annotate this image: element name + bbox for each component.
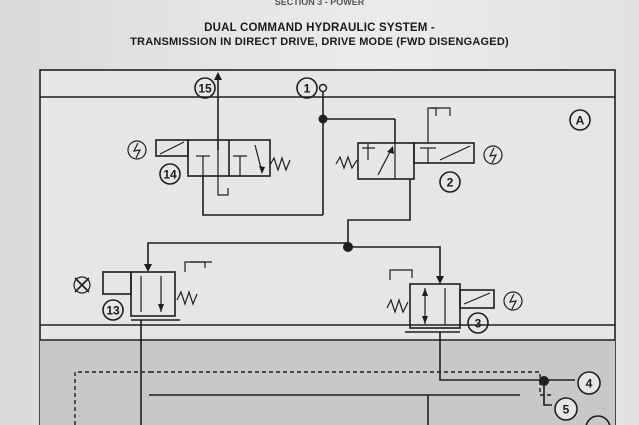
svg-text:4: 4	[586, 377, 593, 391]
drain-symbol-icon	[217, 176, 229, 196]
port-label-2: 2	[439, 171, 461, 193]
reservoir-region	[40, 340, 615, 425]
valve-14	[155, 139, 291, 196]
line-to-valve-13	[147, 242, 348, 268]
electric-solenoid-icon	[503, 291, 523, 311]
section-header: SECTION 3 - POWER	[274, 0, 365, 7]
valve-13	[102, 261, 212, 321]
port-label-1: 1	[296, 77, 318, 99]
valve-3	[386, 269, 495, 333]
svg-text:15: 15	[198, 82, 212, 96]
arrow-down-icon	[436, 276, 444, 284]
partial-port-circle	[585, 415, 611, 425]
svg-text:2: 2	[447, 176, 454, 190]
electric-solenoid-icon	[127, 140, 147, 160]
svg-text:14: 14	[163, 168, 177, 182]
line-to-port-5	[543, 381, 552, 406]
line-to-valve-3	[348, 246, 441, 282]
port-label-14: 14	[159, 163, 181, 185]
arrow-down-icon	[144, 264, 152, 272]
svg-text:A: A	[576, 114, 585, 128]
diagram-subtitle: TRANSMISSION IN DIRECT DRIVE, DRIVE MODE…	[130, 36, 509, 48]
spring-icon	[386, 298, 409, 314]
svg-text:5: 5	[563, 403, 570, 417]
spring-icon	[269, 156, 291, 172]
port-1-connector-icon	[318, 83, 328, 93]
drain-symbol-icon	[389, 269, 413, 280]
port-label-15: 15	[194, 77, 216, 99]
pilot-line-dashed	[74, 371, 150, 425]
svg-text:13: 13	[106, 304, 120, 318]
electric-solenoid-icon	[483, 145, 503, 165]
line-valve-2-down	[347, 179, 411, 247]
svg-text:3: 3	[475, 317, 482, 331]
svg-text:1: 1	[304, 82, 311, 96]
pilot-line-dashed-2	[150, 371, 552, 396]
port-label-4: 4	[577, 371, 601, 395]
panel-label-a: A	[569, 109, 591, 131]
blocked-solenoid-icon	[73, 276, 91, 294]
return-line-14	[202, 176, 323, 216]
diagram-title: DUAL COMMAND HYDRAULIC SYSTEM -	[204, 22, 435, 34]
line-to-port-4	[439, 332, 575, 381]
valve-2	[335, 107, 475, 180]
arrow-up-icon	[214, 72, 222, 80]
spring-icon	[335, 155, 358, 170]
port-label-13: 13	[102, 299, 124, 321]
port-label-5: 5	[554, 397, 578, 421]
spring-icon	[176, 290, 198, 306]
port-label-3: 3	[467, 312, 489, 334]
